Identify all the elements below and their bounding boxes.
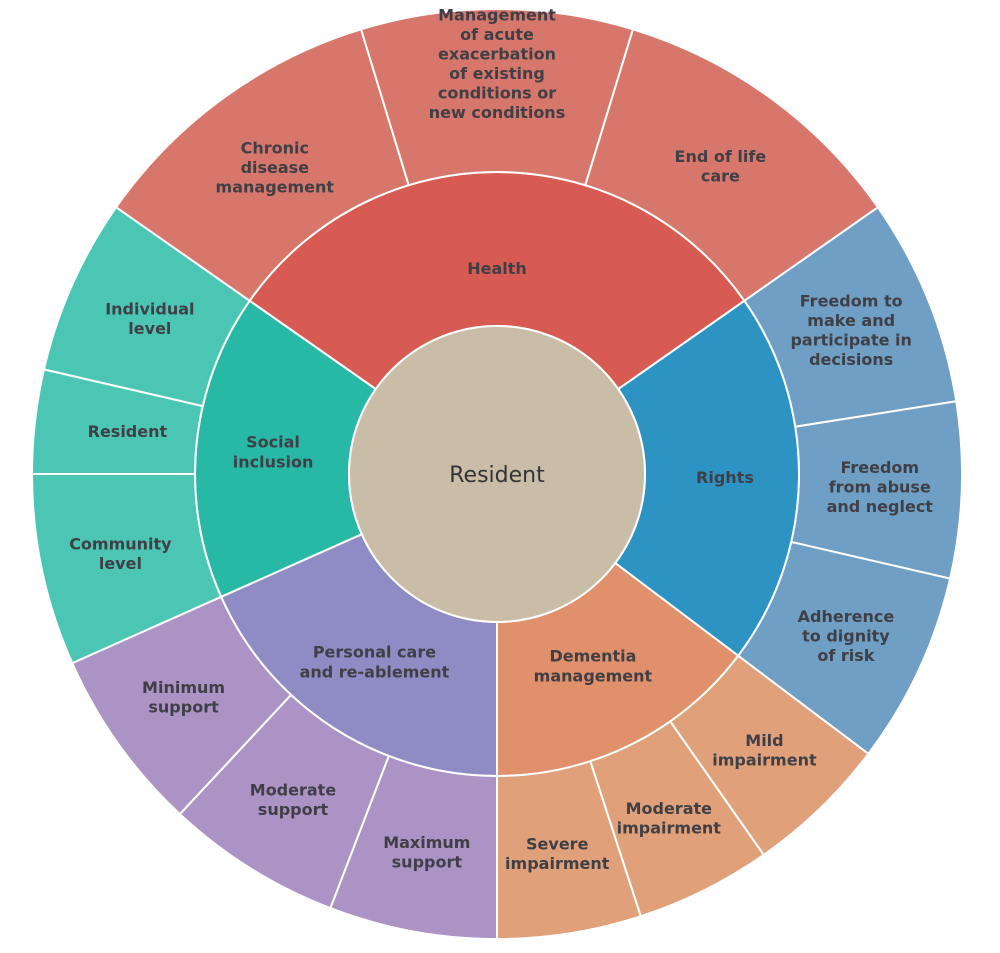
label-dementia-line: Dementia: [549, 646, 636, 665]
label-health-sub-0-line: Chronic: [241, 139, 309, 158]
label-health-sub-2-line: End of life: [675, 147, 767, 166]
label-personal-sub-0-line: Maximum: [383, 833, 470, 852]
label-social-sub-2-line: Individual: [105, 300, 194, 319]
label-rights-sub-1-line: Freedom: [840, 458, 919, 477]
label-rights-line: Rights: [696, 468, 754, 487]
label-personal-line: and re-ablement: [300, 663, 450, 682]
label-dementia-sub-1-line: Moderate: [626, 799, 713, 818]
label-health-line: Health: [467, 259, 527, 278]
label-rights-sub-2-line: Adherence: [798, 607, 895, 626]
label-dementia-sub-0-line: impairment: [712, 751, 817, 770]
label-health-sub-1-line: of existing: [449, 64, 545, 83]
label-personal-sub-1-line: support: [258, 800, 329, 819]
label-rights-sub-2-line: of risk: [817, 646, 874, 665]
label-dementia-sub-0-line: Mild: [745, 731, 783, 750]
label-rights-sub-2-line: to dignity: [802, 627, 890, 646]
label-personal-sub-0-line: support: [392, 852, 463, 871]
center-label: Resident: [449, 463, 545, 488]
label-rights-sub-0-line: participate in: [790, 331, 911, 350]
label-social-line: inclusion: [233, 452, 314, 471]
label-social-sub-0-line: Community: [69, 534, 172, 553]
label-personal-sub-2-line: support: [148, 697, 219, 716]
label-health-sub-1-line: Management: [438, 5, 556, 24]
label-health: Health: [467, 259, 527, 278]
label-rights-sub-1-line: from abuse: [829, 477, 931, 496]
center-circle: [348, 325, 646, 623]
label-health-sub-1-line: conditions or: [438, 83, 556, 102]
label-social-sub-0-line: level: [99, 554, 142, 573]
label-personal-line: Personal care: [313, 643, 436, 662]
label-rights-sub-0-line: Freedom to: [800, 292, 903, 311]
label-rights-sub-0-line: decisions: [809, 350, 893, 369]
segment-social-sub-2: [42, 205, 252, 408]
label-personal-sub-2-line: Minimum: [142, 678, 225, 697]
label-dementia-sub-1-line: impairment: [617, 818, 722, 837]
label-social-sub-1-line: Resident: [88, 422, 168, 441]
label-dementia-sub-2-line: Severe: [526, 835, 589, 854]
label-personal-sub-1-line: Moderate: [250, 781, 337, 800]
label-dementia-line: management: [534, 666, 653, 685]
label-health-sub-1-line: new conditions: [429, 103, 565, 122]
label-health-sub-0-line: disease: [241, 158, 310, 177]
label-social-sub-1: Resident: [88, 422, 168, 441]
label-rights: Rights: [696, 468, 754, 487]
label-health-sub-1-line: of acute: [460, 25, 534, 44]
label-rights-sub-0-line: make and: [807, 311, 895, 330]
label-dementia-sub-2-line: impairment: [505, 854, 610, 873]
label-health-sub-0-line: management: [216, 178, 335, 197]
label-rights-sub-1-line: and neglect: [827, 497, 934, 516]
label-health-sub-2-line: care: [701, 166, 740, 185]
label-health-sub-1-line: exacerbation: [438, 44, 556, 63]
label-social-sub-2-line: level: [128, 319, 171, 338]
label-social-line: Social: [246, 432, 300, 451]
